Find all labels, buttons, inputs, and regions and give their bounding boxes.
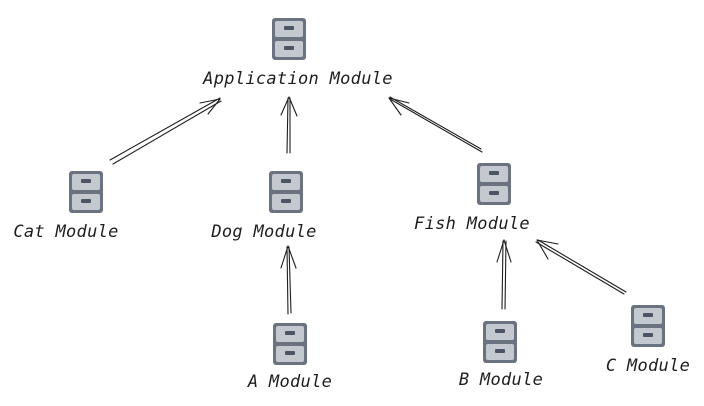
file-cabinet-icon — [483, 321, 517, 363]
file-cabinet-icon — [269, 171, 303, 213]
edge-cat-to-app — [109, 97, 222, 165]
edge-c-to-fish — [535, 239, 627, 295]
file-cabinet-icon — [273, 323, 307, 365]
node-label: Application Module — [203, 69, 393, 89]
file-cabinet-icon — [69, 171, 103, 213]
edge-fish-to-app — [388, 96, 483, 153]
edge-b-to-fish — [496, 239, 512, 310]
file-cabinet-icon — [272, 18, 306, 60]
node-label: Cat Module — [13, 222, 119, 242]
file-cabinet-icon — [631, 305, 665, 347]
node-label: Dog Module — [211, 222, 317, 242]
node-label: Fish Module — [414, 214, 530, 234]
node-label: C Module — [605, 356, 691, 376]
edge-a-to-dog — [280, 245, 297, 315]
file-cabinet-icon — [477, 163, 511, 205]
node-label: A Module — [247, 372, 333, 392]
node-label: B Module — [458, 370, 544, 390]
edge-dog-to-app — [280, 96, 298, 154]
